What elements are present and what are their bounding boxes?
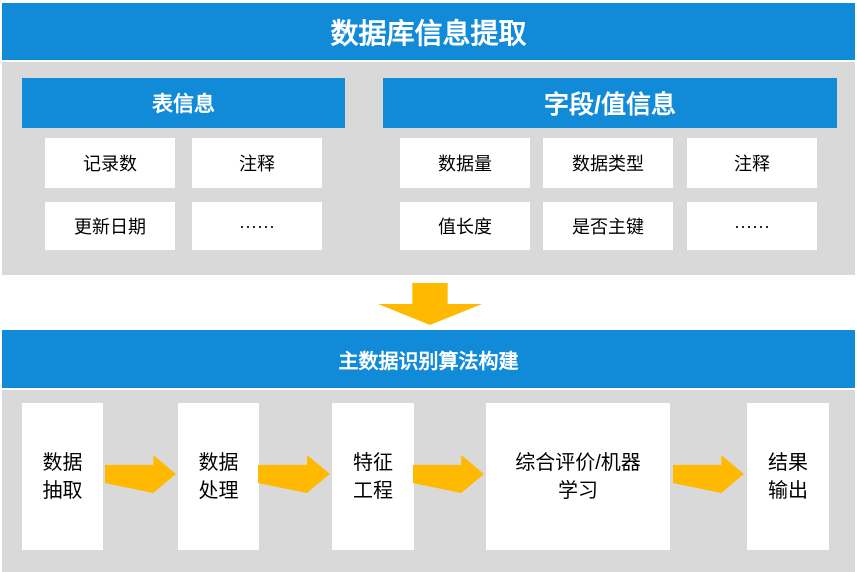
right-block-arrow-icon bbox=[258, 455, 330, 493]
table-info-cell-update-date: 更新日期 bbox=[45, 202, 175, 250]
extraction-panel: 表信息 字段/值信息 记录数 注释 更新日期 ······ 数据量 数据类型 注… bbox=[2, 62, 855, 275]
table-info-cell-record-count: 记录数 bbox=[45, 138, 175, 188]
field-info-cell-ellipsis: ······ bbox=[687, 202, 817, 250]
table-info-header: 表信息 bbox=[22, 78, 345, 128]
table-info-cell-comment: 注释 bbox=[192, 138, 322, 188]
right-block-arrow-icon bbox=[413, 455, 484, 493]
top-banner-title: 数据库信息提取 bbox=[330, 17, 527, 49]
field-info-header: 字段/值信息 bbox=[383, 78, 837, 128]
table-info-title: 表信息 bbox=[152, 93, 215, 116]
flow-banner-title: 主数据识别算法构建 bbox=[338, 350, 519, 373]
field-info-cell-data-volume: 数据量 bbox=[400, 138, 530, 188]
table-info-cell-ellipsis: ······ bbox=[192, 202, 322, 250]
field-info-title: 字段/值信息 bbox=[544, 91, 676, 119]
flow-step-data-processing: 数据 处理 bbox=[178, 403, 259, 550]
right-block-arrow-icon bbox=[105, 455, 176, 493]
flow-panel: 数据 抽取 数据 处理 特征 工程 综合评价/机器 学习 结果 输出 bbox=[2, 390, 855, 572]
flow-step-evaluation-ml: 综合评价/机器 学习 bbox=[486, 403, 670, 550]
flow-step-feature-engineering: 特征 工程 bbox=[332, 403, 414, 550]
top-banner: 数据库信息提取 bbox=[2, 3, 855, 60]
right-block-arrow-icon bbox=[673, 455, 744, 493]
down-block-arrow-icon bbox=[378, 283, 482, 325]
field-info-cell-primary-key: 是否主键 bbox=[543, 202, 673, 250]
flow-step-result-output: 结果 输出 bbox=[747, 403, 829, 550]
field-info-cell-data-type: 数据类型 bbox=[543, 138, 673, 188]
flow-step-data-extraction: 数据 抽取 bbox=[22, 403, 103, 550]
field-info-cell-value-length: 值长度 bbox=[400, 202, 530, 250]
field-info-cell-comment: 注释 bbox=[687, 138, 817, 188]
flow-banner: 主数据识别算法构建 bbox=[2, 330, 855, 388]
